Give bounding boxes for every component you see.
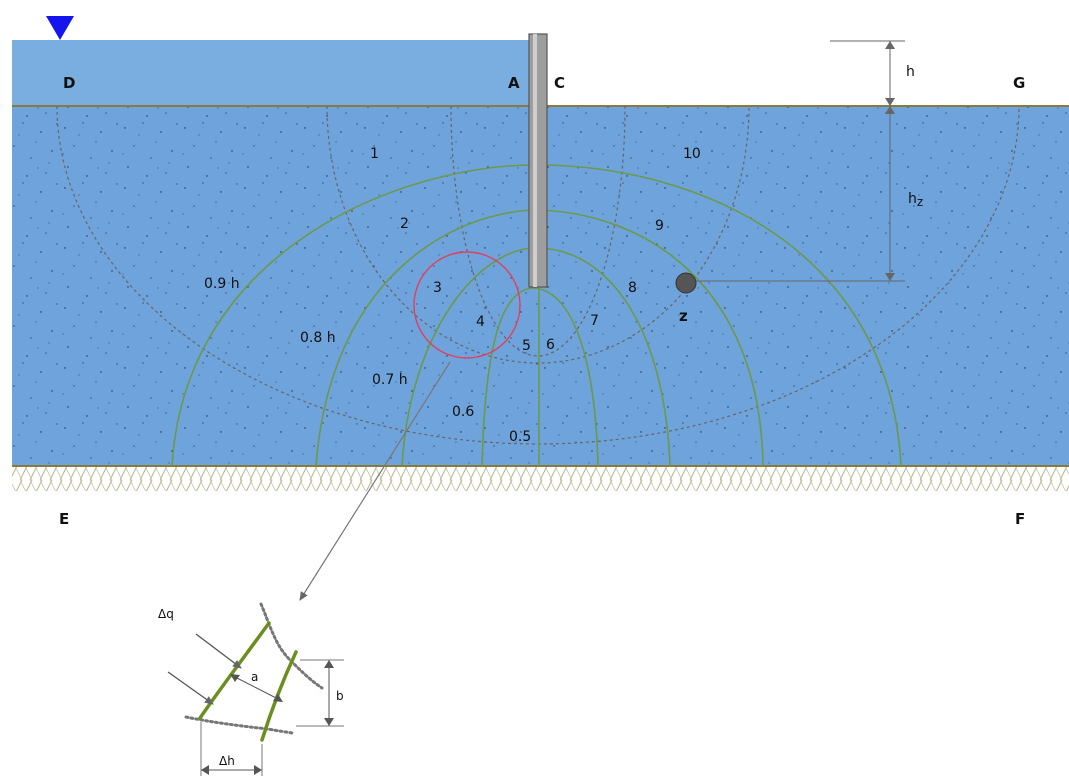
detail-b-arrow-top (324, 660, 334, 668)
channel-label-9: 9 (655, 218, 664, 234)
detail-flow-line-left (198, 621, 271, 720)
point-label-c: C (554, 74, 565, 92)
detail-dq-label: Δq (158, 607, 174, 621)
point-label-z: z (679, 307, 688, 325)
point-label-d: D (63, 74, 75, 92)
detail-b-label: b (336, 689, 344, 703)
detail-leader-arrow (299, 361, 451, 601)
water-level-marker (46, 16, 74, 40)
point-label-g: G (1013, 74, 1025, 92)
potential-label-0-8h: 0.8 h (300, 330, 336, 346)
channel-label-1: 1 (370, 146, 379, 162)
h-arrow-top (885, 41, 895, 49)
channel-label-7: 7 (590, 313, 599, 329)
channel-label-4: 4 (476, 314, 485, 330)
channel-label-10: 10 (683, 146, 701, 162)
detail-a-arrow-start (230, 674, 240, 682)
point-label-f: F (1015, 510, 1025, 528)
detail-dh-arrow-right (254, 765, 262, 775)
point-label-a: A (508, 74, 520, 92)
upstream-water (12, 40, 530, 106)
channel-label-3: 3 (433, 280, 442, 296)
potential-label-0-5: 0.5 (509, 429, 531, 445)
flow-element-detail: Δq a b Δh (158, 602, 344, 776)
channel-label-8: 8 (628, 280, 637, 296)
potential-label-0-7h: 0.7 h (372, 372, 408, 388)
hz-arrow-bottom (885, 273, 895, 281)
h-arrow-bottom (885, 98, 895, 106)
hz-label: hz (908, 191, 923, 209)
impermeable-base-hatch (12, 467, 1069, 491)
h-label: h (906, 64, 915, 80)
point-z-marker (675, 272, 697, 294)
hz-arrow-top (885, 106, 895, 114)
point-label-e: E (59, 510, 69, 528)
flow-line-4 (481, 287, 599, 467)
equipotential-2 (326, 105, 750, 364)
sheet-pile (528, 33, 548, 288)
flow-lines (171, 164, 902, 467)
detail-a-label: a (251, 670, 258, 684)
detail-equipotential-top (259, 602, 324, 690)
equipotential-outer (56, 105, 1020, 445)
detail-a-arrow-end (273, 694, 283, 702)
potential-label-0-6: 0.6 (452, 404, 474, 420)
equipotential-lines (56, 105, 1020, 445)
detail-dh-label: Δh (219, 754, 235, 768)
channel-label-5: 5 (522, 338, 531, 354)
detail-flow-arrow-1 (195, 633, 242, 669)
detail-flow-arrow-2 (167, 671, 214, 705)
detail-b-arrow-bottom (324, 718, 334, 726)
detail-dh-arrow-left (201, 765, 209, 775)
channel-label-6: 6 (546, 337, 555, 353)
hz-subscript: z (917, 195, 923, 209)
detail-highlight-circle (413, 251, 521, 359)
sheet-pile-highlight (533, 34, 537, 287)
detail-equipotential-bottom (184, 715, 294, 735)
potential-label-0-9h: 0.9 h (204, 276, 240, 292)
channel-label-2: 2 (400, 216, 409, 232)
detail-a-dimension (232, 675, 281, 701)
